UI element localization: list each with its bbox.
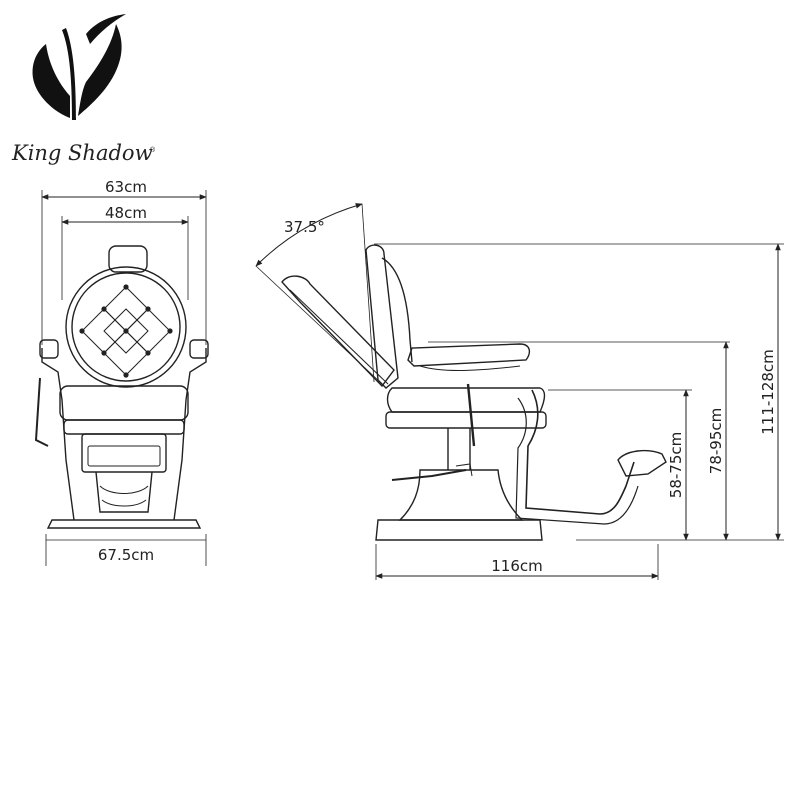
label-seat-height: 58-75cm (667, 432, 685, 498)
reclined-backrest (281, 275, 395, 388)
front-seat (59, 385, 189, 421)
footrest (617, 449, 667, 477)
registered-mark: ® (150, 146, 156, 154)
leg-rest-frame (525, 389, 635, 515)
front-mechanism (81, 433, 167, 473)
front-headrest (108, 245, 148, 273)
front-arm-left (41, 348, 75, 521)
front-arm-right (173, 348, 207, 521)
label-base-width: 67.5cm (98, 546, 154, 564)
front-base-plate (46, 519, 202, 529)
label-recline-angle: 37.5° (284, 218, 325, 236)
label-overall-length: 116cm (491, 557, 543, 575)
brand-logo: King Shadow ® (11, 14, 156, 165)
side-armrest (407, 343, 531, 367)
label-overall-width: 63cm (105, 178, 147, 196)
upright-backrest (365, 244, 399, 389)
butterfly-shadow-icon (32, 14, 126, 120)
brand-name: King Shadow (11, 141, 153, 165)
hydraulic-lever (466, 383, 476, 447)
front-side-lever (34, 377, 49, 447)
front-view (34, 190, 209, 566)
side-base-plate (375, 519, 543, 541)
label-total-height: 111-128cm (759, 349, 777, 435)
front-backrest (65, 266, 187, 388)
side-view (255, 203, 784, 580)
angle-arc (255, 203, 363, 267)
side-seat (386, 387, 546, 413)
label-armrest-height: 78-95cm (707, 408, 725, 474)
foot-pedal (391, 469, 467, 481)
label-seat-width: 48cm (105, 204, 147, 222)
